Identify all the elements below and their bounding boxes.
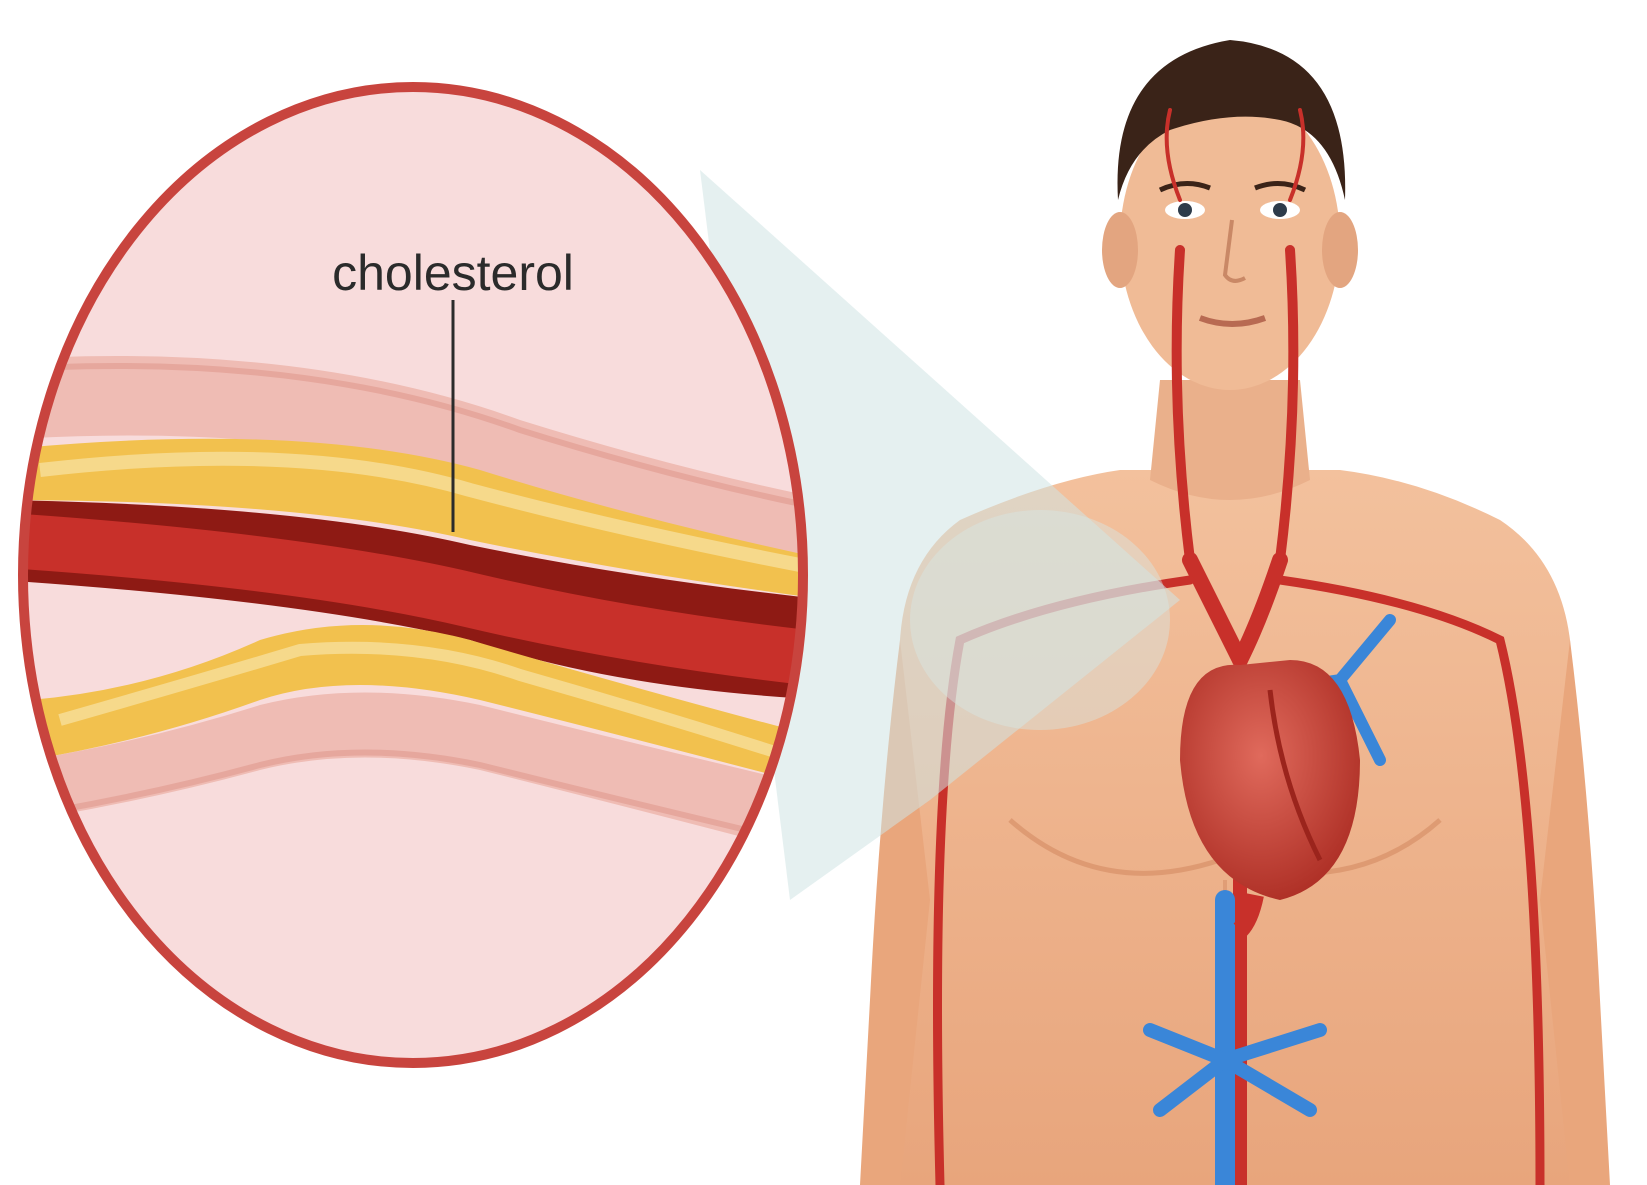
- shoulder-highlight: [910, 510, 1170, 730]
- right-ear: [1322, 212, 1358, 288]
- left-ear: [1102, 212, 1138, 288]
- magnifier-lens: [0, 87, 830, 1063]
- cholesterol-label: cholesterol: [332, 245, 574, 301]
